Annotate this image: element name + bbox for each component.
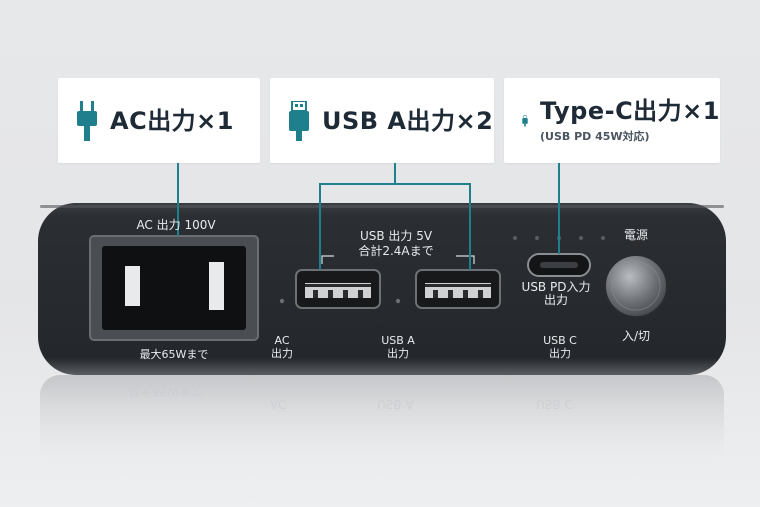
ac-slot-left: [125, 266, 140, 306]
battery-led-4: [579, 236, 583, 240]
ac-led: [279, 298, 285, 304]
usb-c-led: [557, 298, 563, 304]
callout-usb-a: USB A出力×2: [270, 78, 494, 163]
battery-led-5: [601, 236, 605, 240]
ac-led-label: AC 出力: [271, 334, 293, 360]
callout-type-c-title: Type-C出力×1: [539, 96, 720, 125]
usb-c-plug-icon: [522, 114, 528, 126]
reflection-usb-c: USB C: [536, 397, 573, 411]
battery-led-2: [535, 236, 539, 240]
usb-c-pd-label: USB PD入力 出力: [521, 280, 591, 307]
callout-type-c-subtitle: (USB PD 45W対応): [539, 129, 650, 143]
reflection-usb-a: USB A: [377, 397, 414, 411]
reflection-ac: AC: [270, 397, 287, 411]
usb-a-connector-line: [319, 163, 471, 270]
power-toggle-label: 入/切: [621, 329, 651, 343]
usb-a-led-label: USB A 出力: [381, 334, 415, 360]
usb-a-plug-icon: [289, 100, 309, 141]
battery-led-1: [513, 236, 517, 240]
usb-output-label-2: 合計2.4Aまで: [358, 244, 434, 258]
callout-ac: AC出力×1: [58, 78, 260, 163]
usb-a-led: [395, 298, 401, 304]
usb-a-port-1: [295, 269, 381, 309]
power-label: 電源: [623, 228, 648, 242]
callout-type-c: Type-C出力×1 (USB PD 45W対応): [504, 78, 720, 163]
device-reflection: [40, 375, 724, 470]
ac-slot-right: [209, 262, 224, 310]
ac-plug-icon: [77, 100, 97, 141]
reflection-ac-max: 最大65Wまで: [128, 384, 204, 398]
power-button: [604, 254, 668, 318]
callout-ac-title: AC出力×1: [110, 106, 234, 135]
ac-max-label: 最大65Wまで: [139, 348, 209, 361]
ac-output-label: AC 出力 100V: [136, 218, 216, 232]
callout-usb-a-title: USB A出力×2: [322, 106, 494, 135]
usb-a-port-2: [415, 269, 501, 309]
usb-output-label-1: USB 出力 5V: [359, 229, 433, 243]
usb-c-led-label: USB C 出力: [543, 334, 577, 360]
ac-outlet: [102, 246, 246, 330]
